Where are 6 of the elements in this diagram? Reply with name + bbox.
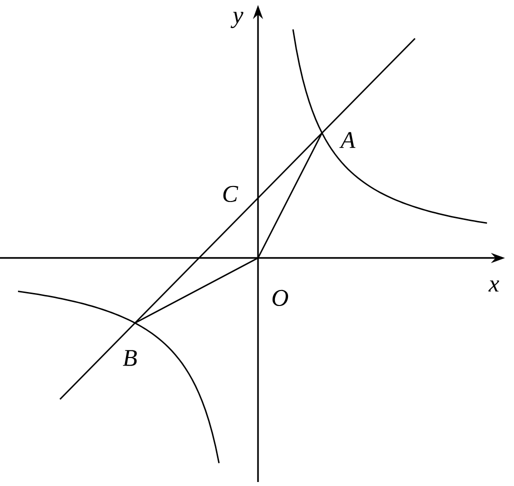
point-label: O [272, 290, 288, 306]
axis-label: y [230, 12, 244, 28]
point-label: C [223, 186, 238, 202]
point-label: B [122, 350, 137, 366]
axis-label: x [488, 280, 500, 292]
point-label: A [339, 132, 356, 148]
